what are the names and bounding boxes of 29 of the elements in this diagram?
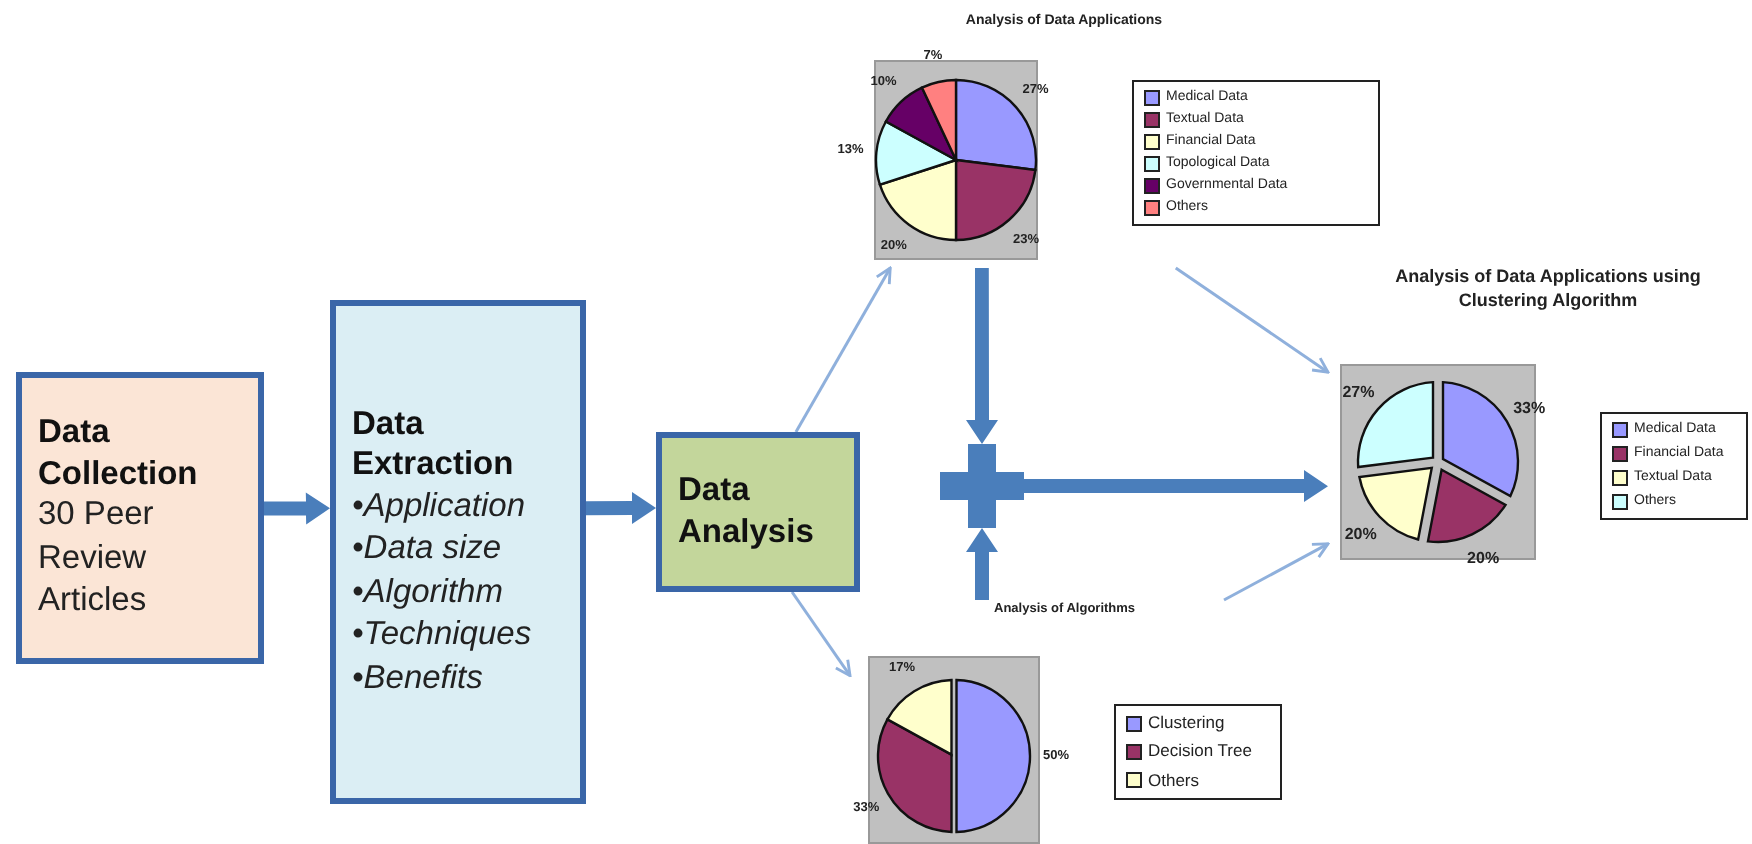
value-label: 27% bbox=[1342, 382, 1375, 401]
legend-label: Clustering bbox=[1148, 714, 1225, 733]
value-label: 20% bbox=[1344, 525, 1377, 544]
box-text: •Algorithm bbox=[352, 571, 505, 614]
process-box bbox=[16, 372, 264, 664]
box-text: •Data size bbox=[352, 528, 504, 571]
arrow bbox=[1174, 266, 1330, 374]
box-heading: Data Analysis bbox=[678, 470, 816, 554]
arrow bbox=[1223, 542, 1330, 602]
value-label: 33% bbox=[1513, 399, 1546, 418]
block-arrow bbox=[264, 492, 330, 525]
box-heading: Data Extraction bbox=[352, 403, 516, 487]
arrow bbox=[790, 591, 852, 678]
legend-label: Others bbox=[1148, 771, 1200, 791]
chart-title: Analysis of Data Applications using Clustering Algorithm bbox=[1393, 264, 1703, 313]
block-arrow bbox=[966, 268, 998, 444]
box-text: •Application bbox=[352, 486, 527, 529]
process-box bbox=[330, 300, 586, 804]
block-arrow bbox=[966, 528, 998, 600]
value-label: 20% bbox=[1467, 548, 1500, 567]
legend-label: Decision Tree bbox=[1148, 742, 1252, 762]
box-text: •Benefits bbox=[352, 657, 485, 700]
arrow bbox=[794, 266, 892, 433]
box-text: 30 Peer Review Articles bbox=[38, 494, 156, 623]
block-arrow bbox=[586, 492, 656, 524]
box-heading: Data Collection bbox=[38, 412, 200, 495]
block-arrow bbox=[1024, 470, 1328, 502]
box-text: •Techniques bbox=[352, 614, 534, 657]
process-box bbox=[656, 432, 860, 592]
